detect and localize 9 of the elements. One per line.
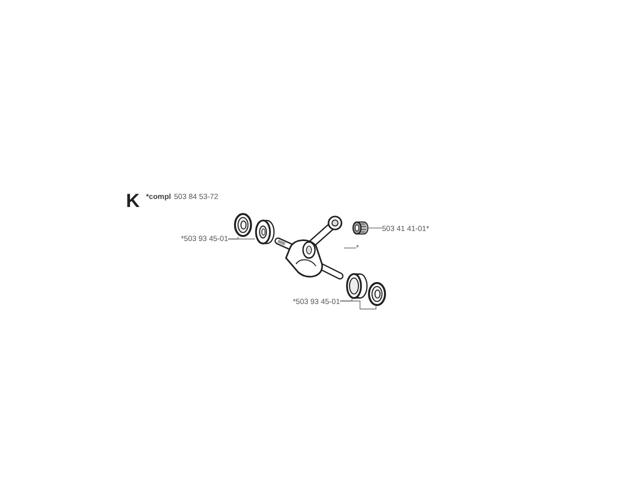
seal-ring-drawing [368, 282, 386, 306]
crankshaft-drawing [276, 214, 344, 282]
ball-bearing-drawing [346, 271, 368, 299]
seal-ring-drawing [234, 213, 252, 237]
leader-line [340, 300, 376, 310]
needle-bearing-drawing [352, 221, 369, 235]
ball-bearing-drawing [255, 219, 275, 245]
section-letter: K [126, 192, 140, 210]
leader-line [228, 238, 256, 240]
